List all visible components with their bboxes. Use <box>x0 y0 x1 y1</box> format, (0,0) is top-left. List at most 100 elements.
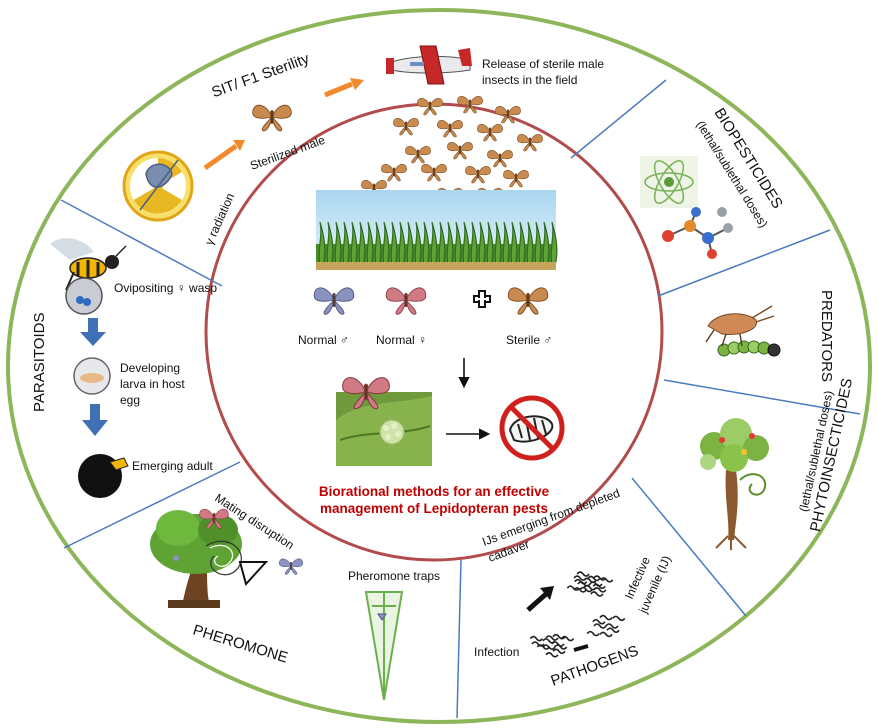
infection-label: Infection <box>474 645 519 659</box>
egg-icon <box>78 454 129 498</box>
predators-section: PREDATORS <box>705 290 835 382</box>
nematode-worm <box>605 623 619 629</box>
developing-label-line1: Developing <box>120 361 180 375</box>
crop-plant <box>334 221 342 267</box>
crop-plant <box>422 221 430 267</box>
section-dividers <box>60 79 861 719</box>
nematode-worm <box>552 648 566 655</box>
crop-plant <box>350 221 358 267</box>
crop-plant <box>486 221 494 267</box>
nematode-worm <box>531 641 545 647</box>
arrow-icon <box>540 586 554 600</box>
crop-field-image <box>316 190 558 270</box>
parasitoids-section: PARASITOIDS Ovipositing ♀ wasp Developin… <box>31 238 217 498</box>
nematode-worm <box>612 615 626 622</box>
arrow-icon <box>80 318 106 346</box>
nematode-worm <box>576 571 590 577</box>
nematode-worm <box>554 644 568 650</box>
plus-icon <box>473 290 491 308</box>
trap-icon <box>364 591 404 701</box>
arrow-icon <box>526 592 548 612</box>
arrow-icon <box>573 644 589 652</box>
nematode-worm <box>529 635 544 642</box>
crop-plant <box>430 221 438 267</box>
crop-plant <box>406 221 414 267</box>
crop-plant <box>526 221 534 267</box>
airplane-icon <box>386 45 472 85</box>
egg-icon <box>73 357 111 395</box>
emerging-adult-label: Emerging adult <box>132 459 213 473</box>
center-panel: Normal ♂ Normal ♀ Sterile ♂ Biorational … <box>298 190 565 516</box>
arrow-icon <box>350 78 364 90</box>
crop-plant <box>478 221 486 267</box>
nematode-worm <box>599 577 614 583</box>
no-larva-icon <box>499 395 565 461</box>
nematode-worm <box>593 623 607 629</box>
normal-female-label: Normal ♀ <box>376 333 427 347</box>
crop-plant <box>470 221 478 267</box>
crop-plant <box>534 221 542 267</box>
release-label-line1: Release of sterile male <box>482 57 604 71</box>
caterpillar-icon <box>717 340 781 357</box>
nematode-worm <box>586 630 600 637</box>
nematode-worm <box>587 575 601 582</box>
crop-plant <box>446 221 454 267</box>
developing-label-line2: larva in host <box>120 377 185 391</box>
crop-plant <box>502 221 510 267</box>
crop-plant <box>398 221 406 267</box>
nematode-worm <box>606 627 620 634</box>
nematode-worm <box>573 587 587 593</box>
developing-label-line3: egg <box>120 393 140 407</box>
molecule-icon <box>662 207 733 259</box>
tree-icon <box>150 510 269 608</box>
center-title-line1: Biorational methods for an effective <box>319 484 550 499</box>
nematode-worm <box>592 583 606 590</box>
crop-plant <box>438 221 446 267</box>
nematode-worm <box>560 635 575 642</box>
nematode-worm <box>599 631 613 638</box>
atom-icon <box>640 156 698 208</box>
crop-plant <box>342 221 350 267</box>
sterile-male-label: Sterile ♂ <box>506 333 552 347</box>
leaf-eggs-image <box>336 376 432 466</box>
crop-plant <box>518 221 526 267</box>
crop-plant <box>390 221 398 267</box>
center-title-line2: management of Lepidopteran pests <box>320 501 548 516</box>
release-label-line2: insects in the field <box>482 73 577 87</box>
crop-plant <box>366 221 374 267</box>
tree-icon <box>700 418 769 550</box>
crop-plant <box>454 221 462 267</box>
section-title-parasitoids: PARASITOIDS <box>31 313 48 412</box>
arrow-icon <box>82 404 108 436</box>
radiation-icon <box>122 150 194 222</box>
nematode-worm <box>590 591 604 597</box>
wasp-icon <box>50 238 127 291</box>
pheromone-traps-label: Pheromone traps <box>348 569 440 583</box>
crop-plant <box>374 221 382 267</box>
nematode-icon <box>529 571 626 658</box>
crop-plant <box>510 221 518 267</box>
crop-plant <box>382 221 390 267</box>
egg-icon <box>65 277 103 315</box>
crop-plant <box>550 221 558 267</box>
nematode-worm <box>566 585 581 591</box>
crop-plant <box>542 221 550 267</box>
nematode-worm <box>593 575 607 581</box>
predator-bug-icon <box>705 305 775 347</box>
crop-plant <box>358 221 366 267</box>
nematode-worm <box>545 652 559 658</box>
crop-plant <box>318 221 326 267</box>
nematode-worm <box>552 633 566 640</box>
crop-rows <box>318 221 558 267</box>
arrow-icon <box>233 140 245 151</box>
normal-male-label: Normal ♂ <box>298 333 349 347</box>
nematode-worm <box>599 614 613 621</box>
nematode-worm <box>592 618 606 625</box>
nematode-worm <box>545 635 559 641</box>
nematode-worm <box>542 638 556 644</box>
arrow-icon <box>324 81 353 98</box>
crop-plant <box>414 221 422 267</box>
nematode-worm <box>579 586 593 593</box>
nematode-worm <box>574 578 588 585</box>
